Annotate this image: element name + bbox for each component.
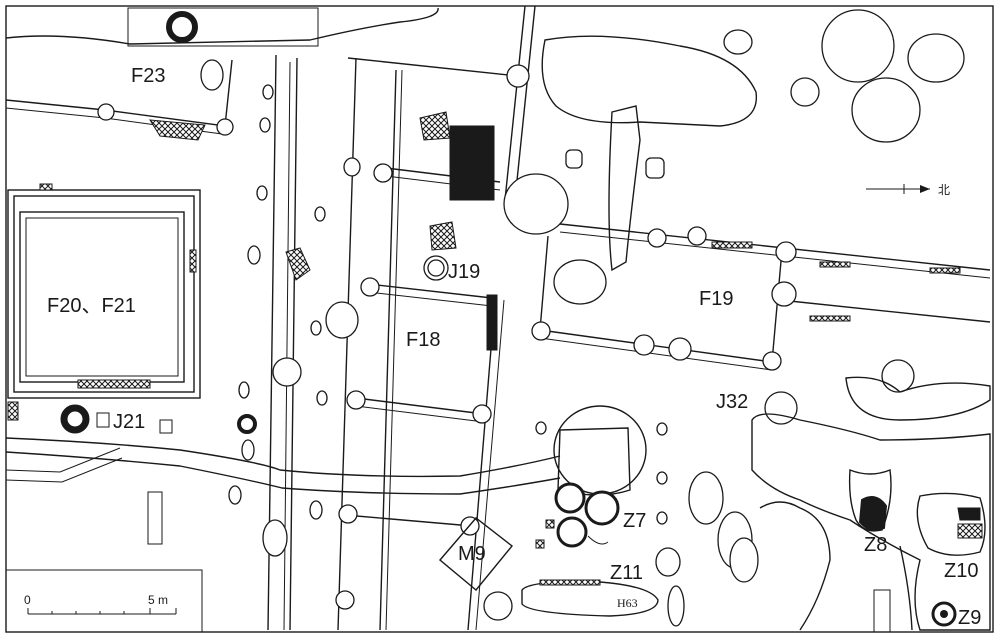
hatched-cluster-left — [285, 247, 311, 281]
f23-label: F23 — [131, 65, 165, 87]
z7-label: Z7 — [623, 510, 646, 532]
f19-label: F19 — [699, 288, 733, 310]
main-ditch-lower-edge — [5, 451, 561, 495]
z9-label: Z9 — [958, 607, 981, 629]
north-arrow: 北 — [866, 183, 950, 197]
j21-label: J21 — [113, 411, 145, 433]
j21-well — [7, 401, 173, 434]
h63-pit: H63 — [521, 579, 659, 617]
f19-building — [531, 223, 991, 371]
f23-building — [5, 59, 234, 141]
map-frame — [5, 5, 994, 633]
pit-near-j32 — [881, 359, 915, 393]
j32-well — [764, 391, 798, 425]
lower-left-long-pit — [147, 491, 163, 545]
j19-label: J19 — [448, 261, 480, 283]
lower-left-ditch — [5, 447, 123, 483]
east-irregular-pit — [845, 376, 991, 421]
j32-label: J32 — [716, 391, 748, 413]
small-dark-well-left — [237, 414, 257, 434]
northeast-pits — [541, 9, 965, 272]
scale-bar-start: 0 — [24, 593, 31, 607]
corridor-postholes — [228, 84, 361, 557]
top-building-block — [127, 7, 319, 47]
m9-tomb — [439, 517, 513, 591]
f18-building — [335, 57, 530, 610]
scale-bar-box — [5, 569, 203, 633]
scale-bar: 0 5 m — [24, 593, 177, 615]
f20-f21-building — [7, 183, 201, 399]
southeast-kilns — [751, 413, 991, 633]
dark-brick-platform — [419, 111, 495, 251]
z11-label: Z11 — [610, 562, 643, 584]
main-ditch — [5, 437, 561, 478]
north-arrow-label: 北 — [938, 183, 950, 197]
z8-label: Z8 — [864, 534, 887, 556]
j19-well — [423, 255, 449, 281]
m9-label: M9 — [458, 543, 486, 565]
f20-f21-label: F20、F21 — [47, 295, 136, 317]
top-dark-well — [166, 11, 198, 43]
h63-label: H63 — [617, 596, 638, 610]
south-central-pits — [483, 405, 759, 627]
f18-label: F18 — [406, 329, 440, 351]
top-bank-strip — [5, 7, 439, 45]
scale-bar-end: 5 m — [148, 593, 168, 607]
large-round-pit — [503, 173, 569, 235]
z10-label: Z10 — [944, 560, 978, 582]
